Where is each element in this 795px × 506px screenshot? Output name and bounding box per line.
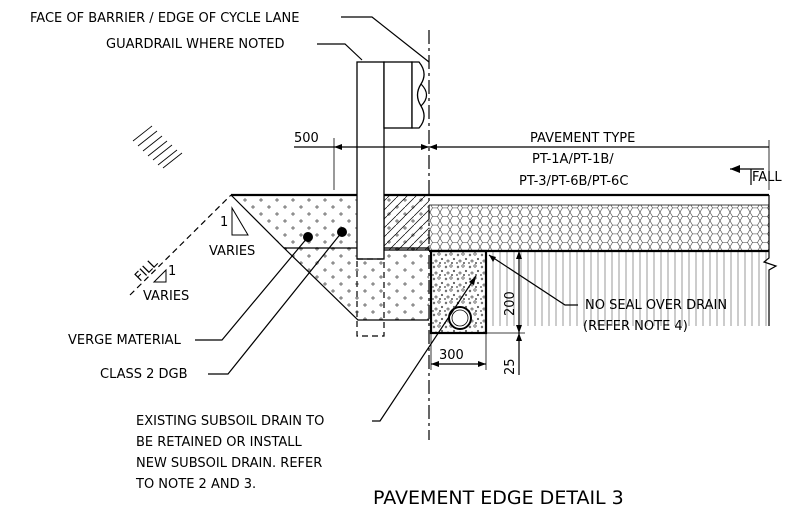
dimension-drain-depth: 200	[503, 291, 518, 316]
callout-verge-material: VERGE MATERIAL	[68, 333, 182, 348]
callout-subsoil-line4: TO NOTE 2 AND 3.	[135, 477, 256, 492]
cut-slope-varies: VARIES	[209, 244, 255, 259]
callout-class2-dgb: CLASS 2 DGB	[100, 367, 188, 382]
fill-label: FILL	[132, 255, 161, 284]
class2-dgb-zone	[384, 195, 429, 250]
dimension-offset: 500	[294, 131, 319, 146]
existing-ground-hatch	[132, 125, 183, 169]
callout-subsoil-line3: NEW SUBSOIL DRAIN. REFER	[136, 456, 322, 471]
fall-label: FALL	[752, 170, 782, 185]
fill-slope-varies: VARIES	[143, 289, 189, 304]
guardrail-w-beam	[411, 61, 425, 129]
guardrail-post	[356, 61, 385, 260]
pavement-layer	[429, 205, 769, 251]
callout-refer-note: (REFER NOTE 4)	[583, 319, 688, 334]
dimension-drain-width: 300	[439, 348, 464, 363]
callout-subsoil-line2: BE RETAINED OR INSTALL	[136, 435, 303, 450]
cut-slope-ratio: 1	[220, 215, 228, 230]
dimension-drain-cover: 25	[503, 358, 518, 375]
callout-no-seal: NO SEAL OVER DRAIN	[585, 298, 727, 313]
guardrail-post-embedded	[356, 258, 385, 337]
drawing-title: PAVEMENT EDGE DETAIL 3	[373, 487, 624, 506]
callout-guardrail: GUARDRAIL WHERE NOTED	[106, 37, 284, 52]
callout-subsoil-line1: EXISTING SUBSOIL DRAIN TO	[136, 414, 324, 429]
pavement-types-line2: PT-3/PT-6B/PT-6C	[519, 174, 628, 189]
fill-slope-ratio: 1	[168, 264, 176, 279]
pavement-types-line1: PT-1A/PT-1B/	[532, 152, 614, 167]
callout-barrier-face: FACE OF BARRIER / EDGE OF CYCLE LANE	[30, 11, 299, 26]
guardrail-blockout	[383, 61, 413, 129]
subgrade-hatch	[492, 252, 769, 326]
fill-slope-triangle	[152, 268, 167, 283]
pavement-type-heading: PAVEMENT TYPE	[530, 131, 635, 146]
cut-slope-triangle	[231, 206, 249, 236]
